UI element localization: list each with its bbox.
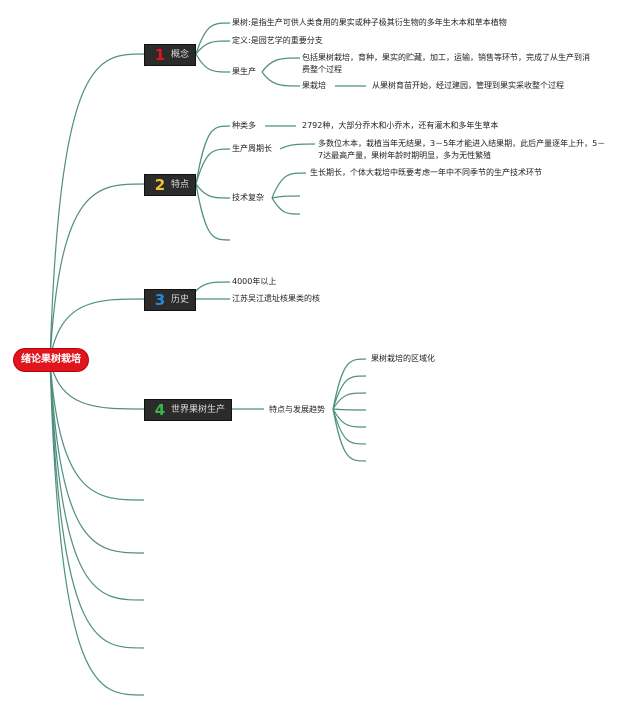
- root-branch-line-1: [49, 183, 145, 361]
- root-branch-line-2: [49, 298, 145, 361]
- root-branch-line-4: [49, 359, 145, 501]
- branch-fruit-tree: [195, 22, 231, 55]
- topic-label: 概念: [171, 50, 190, 60]
- branch-technique-detail: [271, 172, 307, 199]
- node-fruit-cultivation[interactable]: 果栽培: [302, 81, 326, 90]
- branch-definition: [195, 40, 231, 55]
- node-cultivation-detail[interactable]: 从果树育苗开始，经过建园，管理到果实采收整个过程: [372, 81, 564, 90]
- topic-number: 1: [154, 46, 166, 64]
- branch-period: [195, 148, 231, 185]
- node-fruit-production[interactable]: 果生产: [232, 67, 256, 76]
- branch-trend-sub-4: [332, 408, 367, 428]
- branch-technique: [195, 183, 231, 199]
- root-node[interactable]: 绪论果树栽培: [14, 349, 88, 371]
- topic-features[interactable]: 2 特点: [144, 174, 197, 196]
- topic-number: 4: [154, 401, 166, 419]
- node-trend[interactable]: 特点与发展趋势: [269, 405, 325, 414]
- topic-label: 世界果树生产: [171, 405, 226, 415]
- branch-technique-empty-2: [271, 197, 301, 215]
- root-branch-line-0: [49, 53, 145, 361]
- topic-world-production[interactable]: 4 世界果树生产: [144, 399, 233, 421]
- branch-trend-sub-6: [332, 408, 367, 462]
- node-production-detail[interactable]: 包括果树栽培，育种，果实的贮藏，加工，运输，销售等环节，完成了从生产到消费整个过…: [302, 53, 590, 74]
- node-definition[interactable]: 定义:是园艺学的重要分支: [232, 36, 323, 45]
- node-variety[interactable]: 种类多: [232, 121, 256, 130]
- node-variety-detail[interactable]: 2792种，大部分乔木和小乔木，还有灌木和多年生草本: [302, 121, 499, 130]
- node-technique-detail[interactable]: 生长期长，个体大栽培中既要考虑一年中不同季节的生产技术环节: [310, 168, 542, 177]
- node-production-period[interactable]: 生产周期长: [232, 144, 272, 153]
- topic-history[interactable]: 3 历史: [144, 289, 197, 311]
- root-branch-line-5: [49, 359, 145, 554]
- node-regional[interactable]: 果树栽培的区域化: [371, 354, 435, 363]
- branch-period-detail: [279, 143, 316, 150]
- branch-production: [195, 53, 231, 73]
- branch-cultivation: [261, 71, 301, 87]
- branch-trend-sub-5: [332, 408, 367, 445]
- branch-variety: [195, 125, 231, 185]
- topic-label: 历史: [171, 295, 190, 305]
- topic-concept[interactable]: 1 概念: [144, 44, 197, 66]
- root-branch-line-6: [49, 359, 145, 601]
- node-technique[interactable]: 技术复杂: [232, 193, 264, 202]
- node-fruit-tree-definition[interactable]: 果树:是指生产可供人类食用的果实或种子极其衍生物的多年生木本和草本植物: [232, 18, 507, 27]
- topic-number: 3: [154, 291, 166, 309]
- branch-trend-sub-2: [332, 392, 367, 410]
- root-branch-line-3: [49, 359, 145, 410]
- branch-trend-sub-1: [332, 375, 367, 410]
- node-history-years[interactable]: 4000年以上: [232, 277, 277, 286]
- root-branch-line-7: [49, 359, 145, 649]
- root-branch-line-8: [49, 359, 145, 696]
- branch-features-empty: [195, 183, 231, 241]
- topic-label: 特点: [171, 180, 190, 190]
- branch-trend-sub-3: [332, 408, 367, 411]
- branch-production-detail: [261, 57, 301, 73]
- branch-trend-sub-0: [332, 358, 367, 410]
- branch-technique-empty-1: [271, 195, 301, 199]
- node-history-site[interactable]: 江苏吴江遗址核果类的核: [232, 294, 320, 303]
- topic-number: 2: [154, 176, 166, 194]
- node-period-detail[interactable]: 多数位木本，栽植当年无结果，3－5年才能进入结果期，此后产量逐年上升，5－7达最…: [318, 139, 606, 160]
